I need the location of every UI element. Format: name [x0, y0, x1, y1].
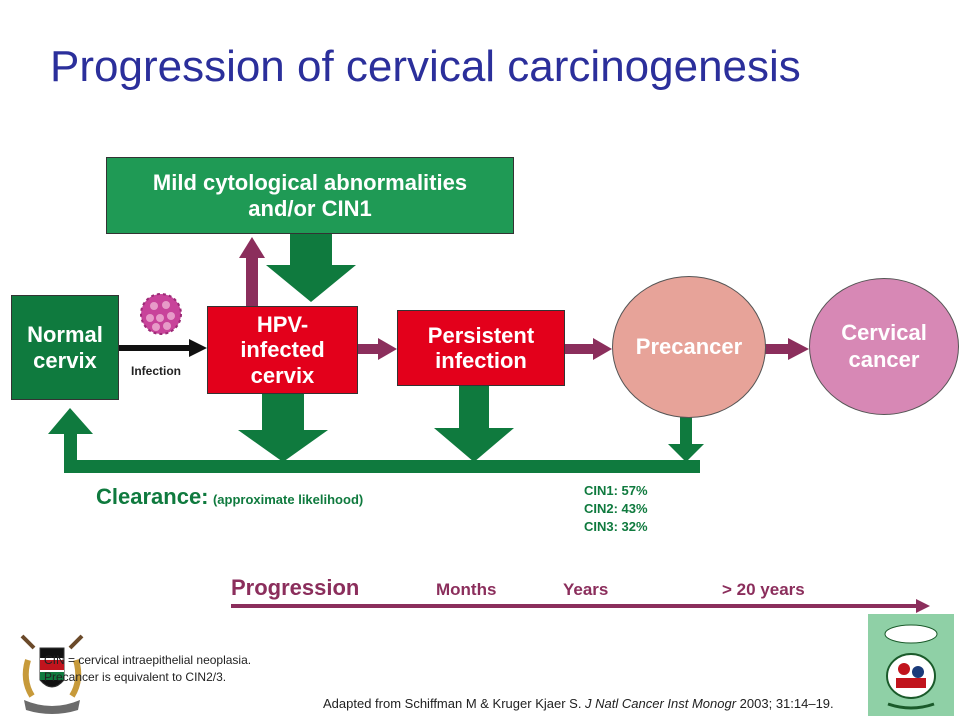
precancer-label: Precancer	[635, 333, 743, 359]
stage-cervical-cancer: Cervical cancer	[809, 278, 959, 415]
hpv-line-3: cervix	[250, 362, 315, 388]
cin-clearance-stats: CIN1: 57% CIN2: 43% CIN3: 32%	[584, 482, 648, 536]
arrow-hpv-to-mild	[239, 237, 265, 306]
footnote: CIN = cervical intraepithelial neoplasia…	[44, 652, 251, 686]
hpv-line-2: infected	[240, 337, 325, 363]
stage-persistent-infection: Persistent infection	[397, 310, 565, 386]
clearance-return-path	[48, 408, 700, 473]
persistent-line-2: infection	[435, 348, 527, 373]
stage-precancer: Precancer	[612, 276, 766, 418]
mild-line-2: and/or CIN1	[248, 195, 372, 221]
arrow-precancer-to-cancer	[764, 338, 809, 360]
cin3-stat: CIN3: 32%	[584, 519, 648, 534]
arrow-precancer-clearance	[668, 416, 704, 462]
hpv-line-1: HPV-	[256, 312, 309, 338]
mild-line-1: Mild cytological abnormalities	[152, 170, 468, 196]
footnote-line-1: CIN = cervical intraepithelial neoplasia…	[44, 653, 252, 667]
cin1-stat: CIN1: 57%	[584, 483, 648, 498]
arrow-hpv-clearance	[238, 394, 328, 462]
arrow-mild-to-hpv	[266, 234, 356, 302]
stage-hpv-infected: HPV- infected cervix	[207, 306, 358, 394]
citation: Adapted from Schiffman M & Kruger Kjaer …	[323, 696, 834, 711]
progression-timeline-arrow	[231, 599, 930, 613]
infection-label: Infection	[131, 364, 181, 378]
timeline-mark-years: Years	[563, 580, 609, 599]
arrow-persistent-to-precancer	[565, 338, 612, 360]
normal-line-1: Normal	[27, 322, 103, 348]
coat-of-arms-logo	[20, 634, 84, 714]
persistent-line-1: Persistent	[427, 322, 535, 348]
stage-mild-abnormalities: Mild cytological abnormalities and/or CI…	[106, 157, 514, 234]
cancer-line-2: cancer	[848, 346, 920, 372]
cancer-line-1: Cervical	[841, 320, 927, 346]
citation-suffix: 2003; 31:14–19.	[736, 696, 834, 711]
hpv-virus-icon	[140, 293, 182, 335]
clearance-note: (approximate likelihood)	[212, 492, 364, 507]
clearance-label: Clearance: (approximate likelihood)	[96, 484, 363, 510]
normal-line-2: cervix	[33, 347, 97, 373]
timeline-mark-months: Months	[436, 580, 497, 599]
arrow-hpv-to-persistent	[358, 338, 397, 360]
arrow-infection	[119, 339, 207, 357]
family-health-logo	[868, 614, 954, 716]
footnote-line-2: Precancer is equivalent to CIN2/3.	[44, 670, 227, 684]
cin2-stat: CIN2: 43%	[584, 501, 648, 516]
citation-prefix: Adapted from Schiffman M & Kruger Kjaer …	[323, 696, 586, 711]
stage-normal-cervix: Normal cervix	[11, 295, 119, 400]
progression-label: Progression	[231, 575, 360, 600]
timeline-mark-20-years: > 20 years	[722, 580, 805, 599]
arrow-persistent-clearance	[434, 386, 514, 462]
clearance-title: Clearance:	[96, 484, 209, 509]
citation-journal: J Natl Cancer Inst Monogr	[585, 696, 737, 711]
slide-title: Progression of cervical carcinogenesis	[50, 42, 801, 91]
